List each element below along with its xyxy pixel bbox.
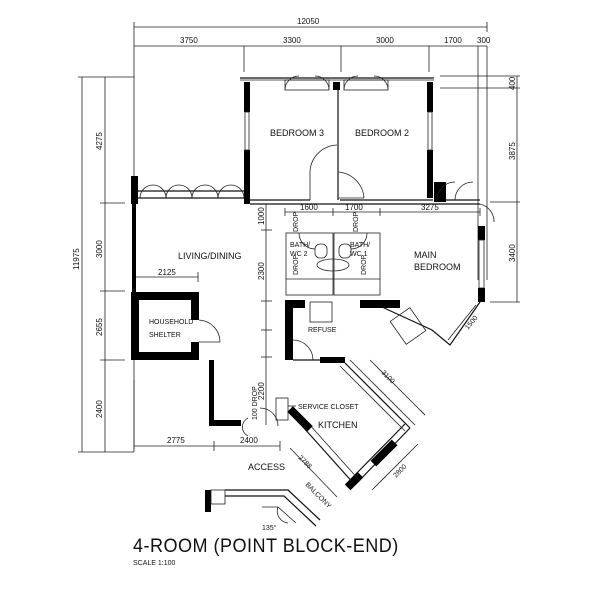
dim-right-3: 3400 [508,244,517,262]
dim-overall-height: 11975 [72,248,81,270]
room-label-shelter-1: HOUSEHOLD [149,319,193,326]
room-label-living-dining: LIVING/DINING [178,251,242,261]
entrance: 100 DROP 2775 2400 ACCESS [134,386,285,472]
plan-scale: SCALE 1:100 [133,560,176,567]
room-label-refuse: REFUSE [308,327,337,334]
dim-seg-5: 300 [477,36,491,45]
dim-kitchen-2: 2800 [392,463,408,479]
dim-inner-1: 1000 [257,207,266,225]
plan-title: 4-ROOM (POINT BLOCK-END) [133,536,399,557]
right-dimensions: 400 3875 3400 [440,75,520,303]
household-shelter: HOUSEHOLD SHELTER [131,292,241,452]
dim-left-3: 2655 [95,318,104,336]
access-corridor: 135° [205,489,321,532]
dim-bottom-2: 2400 [240,436,258,445]
dim-left-1: 4275 [95,132,104,150]
dim-overall-width: 12050 [297,17,320,26]
room-label-main-bedroom-1: MAIN [414,250,437,260]
dim-inner-3: 2200 [257,382,266,400]
bedrooms-block: BEDROOM 3 BEDROOM 2 [240,75,434,201]
dim-left-2: 3000 [95,240,104,258]
room-label-bedroom-2: BEDROOM 2 [355,128,409,138]
room-label-shelter-2: SHELTER [149,332,181,339]
room-label-access: ACCESS [248,462,285,472]
room-label-balcony: BALCONY [304,481,333,510]
dim-right-1: 400 [508,76,517,90]
dim-kitchen-3: 2788 [297,454,313,470]
kitchen: KITCHEN SERVICE CLOSET 3100 2800 2788 BA… [275,359,426,510]
yard-area: REFUSE [285,300,400,363]
room-label-main-bedroom-2: BEDROOM [414,262,461,272]
main-bedroom: MAIN BEDROOM 1500 [381,181,495,346]
living-dining: LIVING/DINING 2125 [131,176,480,294]
drop-label-4: DROP [361,254,368,275]
dim-seg-1: 3750 [180,36,198,45]
room-label-bedroom-3: BEDROOM 3 [270,128,324,138]
left-dimensions: 11975 4275 3000 2655 2400 [72,76,134,453]
room-label-bath1-b: WC 1 [350,251,368,258]
dim-bath2-width: 1600 [300,203,318,212]
entry-drop-label: 100 DROP [252,386,259,420]
drop-label-2: DROP [293,254,300,275]
room-label-bath1-a: BATH/ [350,242,370,249]
dim-seg-2: 3300 [283,36,301,45]
drop-label-3: DROP [353,211,360,232]
dim-left-4: 2400 [95,400,104,418]
dim-main-bedroom-width: 3275 [421,203,439,212]
dim-inner-2: 2300 [257,262,266,280]
room-label-bath2-a: BATH/ [290,242,310,249]
dim-bottom-1: 2775 [167,436,185,445]
top-dimensions: 12050 3750 3300 3000 1700 300 [133,17,491,450]
bathrooms: 1600 1700 3275 BATH/ WC 2 BATH/ WC 1 DRO… [284,203,481,296]
drop-label-1: DROP [293,211,300,232]
dim-living-width: 2125 [158,268,176,277]
angle-label: 135° [262,524,277,532]
dim-bath1-width: 1700 [345,203,363,212]
room-label-service-closet: SERVICE CLOSET [298,404,359,411]
inner-vertical-dimensions: 1000 2300 2200 [257,204,272,425]
room-label-kitchen: KITCHEN [318,420,358,430]
dim-right-2: 3875 [508,142,517,160]
dim-seg-3: 3000 [376,36,394,45]
room-label-bath2-b: WC 2 [290,251,308,258]
dim-seg-4: 1700 [444,36,462,45]
